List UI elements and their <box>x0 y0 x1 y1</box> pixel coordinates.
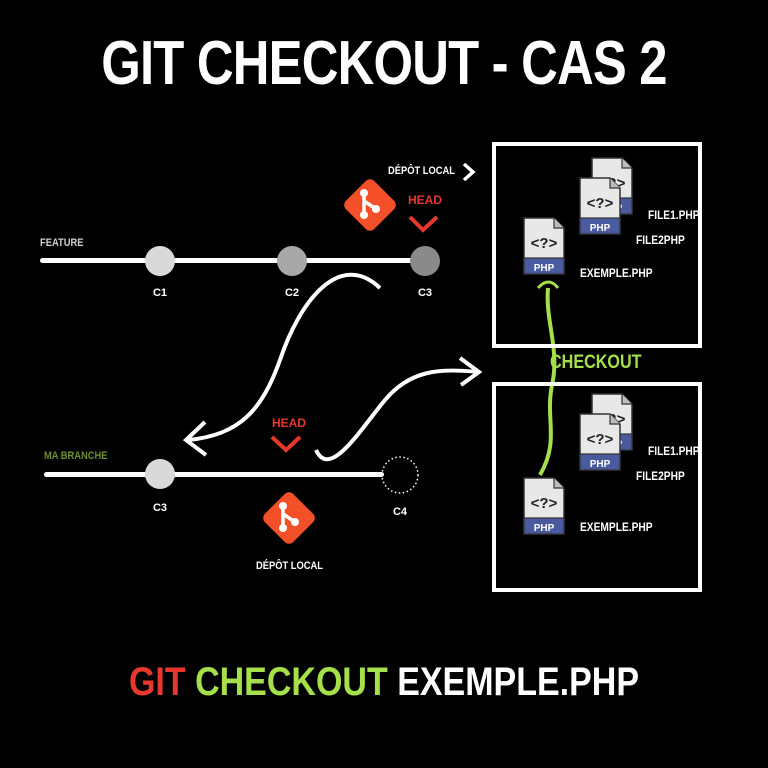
repo-box-bottom <box>492 382 702 592</box>
switch-branch-arrow <box>187 272 382 442</box>
page-title: GIT CHECKOUT - CAS 2 <box>101 29 667 98</box>
file-label-file1-top: FILE1.PHP <box>648 208 700 222</box>
file-label-exemple-bottom: EXEMPLE.PHP <box>580 520 653 534</box>
head-marker-icon-top <box>408 215 439 233</box>
commit-label-c3-feature: C3 <box>417 287 433 299</box>
repo-box-top <box>492 142 702 348</box>
arrow-head-left-icon <box>182 420 208 457</box>
branch-label-ma-branche: MA BRANCHE <box>44 450 108 462</box>
command-file: EXEMPLE.PHP <box>397 660 640 704</box>
git-logo-icon-bottom <box>258 487 320 549</box>
repo-label-top: DÉPÔT LOCAL <box>388 165 456 177</box>
branch-track-feature <box>40 258 435 263</box>
checkout-arrow <box>314 368 479 462</box>
chevron-right-icon <box>462 162 476 182</box>
file-label-file1-bottom: FILE1.PHP <box>648 444 700 458</box>
commit-c3-ma-branche <box>145 459 175 489</box>
branch-track-ma-branche <box>44 472 384 477</box>
arrow-head-right-icon <box>458 356 483 387</box>
commit-label-c1: C1 <box>152 287 168 299</box>
commit-c2 <box>277 246 307 276</box>
commit-c3-feature <box>410 246 440 276</box>
commit-label-c3-ma-branche: C3 <box>152 502 168 514</box>
checkout-label: CHECKOUT <box>550 352 642 373</box>
command-git: GIT <box>128 660 186 704</box>
commit-label-c4: C4 <box>392 506 408 518</box>
head-marker-icon-bottom <box>270 435 302 453</box>
commit-c1 <box>145 246 175 276</box>
repo-label-bottom: DÉPÔT LOCAL <box>256 560 324 572</box>
git-command: GIT CHECKOUT EXEMPLE.PHP <box>58 660 711 705</box>
commit-c4-placeholder <box>381 456 419 494</box>
branch-label-feature: FEATURE <box>40 237 84 249</box>
commit-label-c2: C2 <box>284 287 300 299</box>
head-label-bottom: HEAD <box>272 416 307 430</box>
head-label-top: HEAD <box>408 193 443 207</box>
file-label-file2-bottom: FILE2PHP <box>636 469 685 483</box>
file-label-exemple-top: EXEMPLE.PHP <box>580 266 653 280</box>
command-checkout: CHECKOUT <box>195 660 388 704</box>
git-logo-icon-top <box>339 174 401 236</box>
file-label-file2-top: FILE2PHP <box>636 233 685 247</box>
